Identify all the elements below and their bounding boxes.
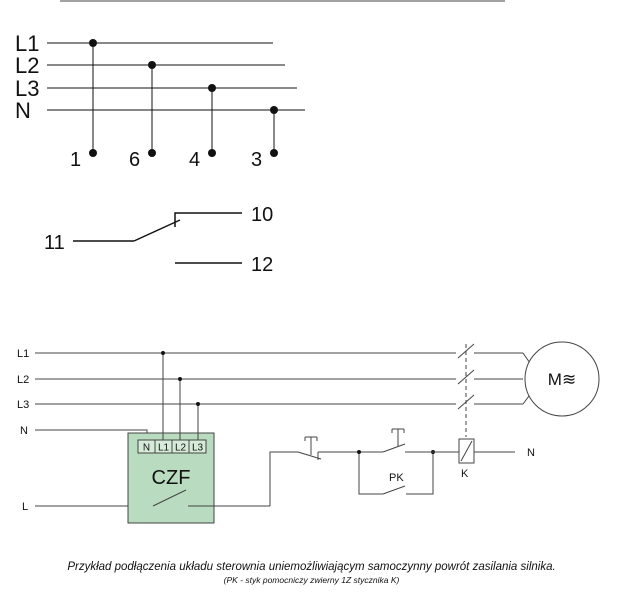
terminal-label-l1: L1 <box>158 443 170 454</box>
pin-dot <box>208 149 216 157</box>
pin-label-6: 6 <box>129 149 140 171</box>
junction-dot <box>196 402 200 406</box>
junction-dot <box>178 377 182 381</box>
changeover-contact: 11 10 12 <box>44 204 273 276</box>
terminal-label-l2: L2 <box>175 443 187 454</box>
line-label-n: N <box>20 425 28 437</box>
pin-label-4: 4 <box>189 149 200 171</box>
line-label-l1: L1 <box>17 348 29 360</box>
control-circuit: M≋ N L1 L2 L3 CZF <box>17 341 600 524</box>
coil-mark <box>460 440 473 462</box>
pin-dot <box>270 149 278 157</box>
wiring-diagram: L1 L2 L3 N 1 6 4 3 11 10 12 <box>15 0 600 524</box>
aux-contact-label: PK <box>389 472 404 484</box>
neutral-label: N <box>527 447 535 459</box>
contact-label-11: 11 <box>44 232 65 254</box>
czf-contact <box>152 489 187 507</box>
control-wire <box>269 451 298 506</box>
junction-dot <box>357 450 361 454</box>
stop-button <box>297 436 322 460</box>
pin-label-3: 3 <box>251 149 262 171</box>
motor <box>524 341 600 417</box>
no-terminal <box>174 212 242 227</box>
line-label-l: L <box>22 501 28 513</box>
start-button <box>382 428 406 453</box>
junction-dot <box>270 106 278 114</box>
contact-label-10: 10 <box>251 204 273 226</box>
pin-label-1: 1 <box>70 149 81 171</box>
rail-label-l2: L2 <box>15 53 39 78</box>
terminal-label-n: N <box>143 443 150 454</box>
junction-dot <box>208 84 216 92</box>
caption-main: Przykład podłączenia układu sterownia un… <box>67 561 556 573</box>
terminal-label-l3: L3 <box>192 443 204 454</box>
line-label-l3: L3 <box>17 399 29 411</box>
rail-label-n: N <box>15 98 31 123</box>
parallel-branch <box>358 452 383 495</box>
caption-note: (PK - styk pomocniczy zwierny 1Z styczni… <box>223 575 400 585</box>
main-contact <box>457 369 475 385</box>
rail-label-l3: L3 <box>15 76 39 101</box>
czf-label: CZF <box>152 467 191 489</box>
phase-rail-diagram: L1 L2 L3 N 1 6 4 3 <box>15 31 305 171</box>
junction-dot <box>161 351 165 355</box>
motor-label: M≋ <box>548 370 576 389</box>
pin-dot <box>89 149 97 157</box>
parallel-branch <box>406 452 434 495</box>
line-label-l2: L2 <box>17 374 29 386</box>
contact-label-12: 12 <box>251 254 273 276</box>
contact-blade <box>133 219 181 242</box>
aux-contact-pk <box>382 485 406 495</box>
rail-label-l1: L1 <box>15 31 39 56</box>
contactor-label: K <box>461 468 469 480</box>
junction-dot <box>148 61 156 69</box>
junction-dot <box>89 39 97 47</box>
pin-dot <box>148 149 156 157</box>
